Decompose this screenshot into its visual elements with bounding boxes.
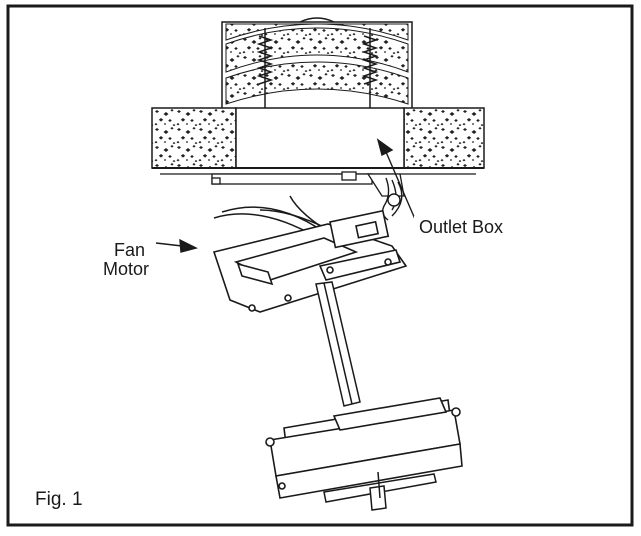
- downrod: [315, 281, 361, 407]
- fan-motor-arrow: [155, 238, 198, 253]
- switch-housing: [323, 471, 437, 511]
- spring-icon: [256, 28, 379, 112]
- mounting-bracket: [211, 171, 405, 197]
- outlet-box: [381, 177, 403, 221]
- figure-caption: Fig. 1: [35, 489, 83, 510]
- figure-frame: [6, 4, 634, 527]
- fan-housing: [265, 397, 463, 499]
- fan-motor-label-line1: Fan: [114, 240, 146, 260]
- outlet-box-label: Outlet Box: [419, 217, 504, 237]
- fan-motor-label-line2: Motor: [103, 259, 150, 279]
- outlet-box-arrow: [376, 138, 419, 227]
- ceiling-joist-housing: [221, 17, 413, 111]
- fan-motor: [212, 209, 408, 313]
- ceiling-insulation: [151, 107, 485, 175]
